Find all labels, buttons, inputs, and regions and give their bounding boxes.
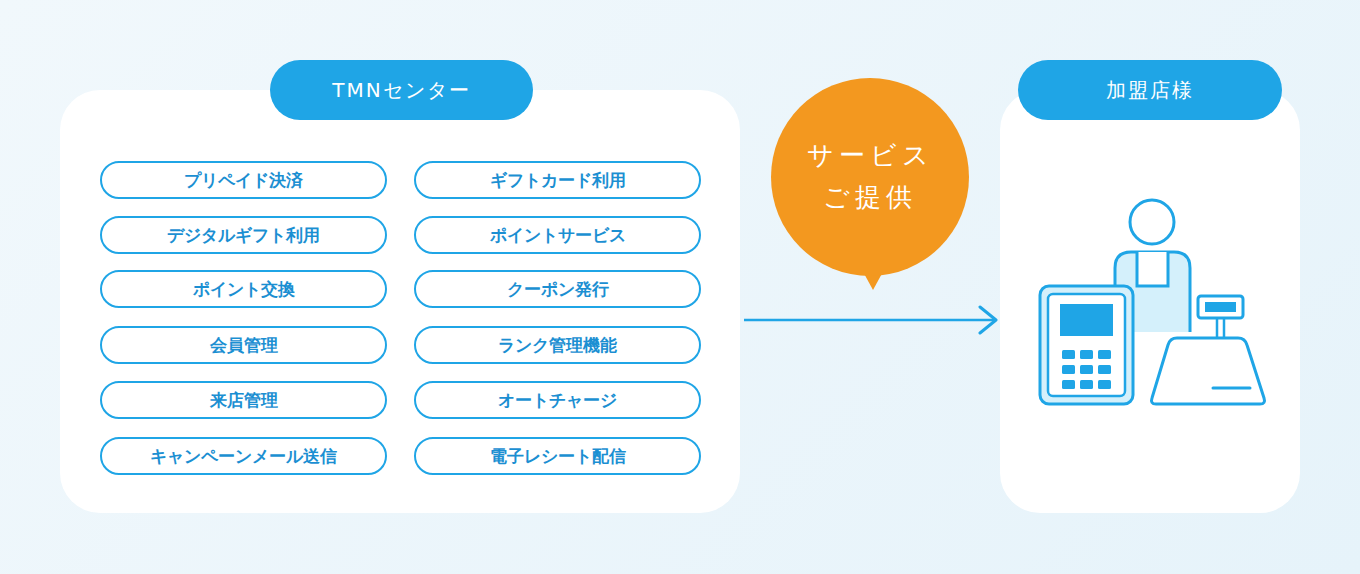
terminal-key xyxy=(1098,350,1111,359)
shop-illustration xyxy=(1000,90,1300,513)
group-panel: TMNセンタープリペイド決済ギフトカード利用デジタルギフト利用ポイントサービスポ… xyxy=(60,90,740,513)
terminal-face xyxy=(1048,294,1125,396)
service-pill: プリペイド決済 xyxy=(100,161,387,199)
register-drawer xyxy=(1213,387,1250,390)
service-pill: オートチャージ xyxy=(414,381,701,419)
service-pill: ランク管理機能 xyxy=(414,326,701,364)
terminal-key xyxy=(1062,380,1075,389)
service-label: プリペイド決済 xyxy=(184,169,303,192)
terminal-key xyxy=(1080,350,1093,359)
terminal-key xyxy=(1080,365,1093,374)
terminal-key xyxy=(1098,380,1111,389)
clerk-apron xyxy=(1137,252,1168,286)
terminal-screen xyxy=(1060,304,1113,336)
service-label: ポイントサービス xyxy=(490,224,626,247)
cash-register xyxy=(1152,338,1265,404)
service-pill: 来店管理 xyxy=(100,381,387,419)
card-terminal xyxy=(1040,286,1133,404)
service-pill: 電子レシート配信 xyxy=(414,437,701,475)
service-label: 電子レシート配信 xyxy=(490,445,626,468)
service-pill: キャンペーンメール送信 xyxy=(100,437,387,475)
terminal-key xyxy=(1080,380,1093,389)
terminal-key xyxy=(1062,350,1075,359)
service-pill: クーポン発行 xyxy=(414,270,701,308)
panel-heading: 加盟店様 xyxy=(1018,60,1282,120)
service-label: ポイント交換 xyxy=(193,278,295,301)
service-label: 来店管理 xyxy=(210,389,278,412)
service-label: ギフトカード利用 xyxy=(490,169,626,192)
service-pill: ギフトカード利用 xyxy=(414,161,701,199)
service-pill: ポイントサービス xyxy=(414,216,701,254)
service-pill: 会員管理 xyxy=(100,326,387,364)
service-label: オートチャージ xyxy=(498,389,617,412)
terminal-key xyxy=(1062,365,1075,374)
group-panel: 加盟店様 xyxy=(1000,90,1300,513)
panel-heading: TMNセンター xyxy=(270,60,533,120)
terminal-key xyxy=(1098,365,1111,374)
callout-bubble: サービス ご提供 xyxy=(771,78,969,276)
service-label: デジタルギフト利用 xyxy=(167,224,320,247)
clerk-head xyxy=(1130,200,1174,244)
callout-text: サービス ご提供 xyxy=(795,135,945,218)
service-pill: ポイント交換 xyxy=(100,270,387,308)
service-label: 会員管理 xyxy=(210,334,278,357)
register-pole xyxy=(1217,316,1224,340)
register-display xyxy=(1198,296,1243,318)
register-display-screen xyxy=(1205,302,1236,312)
service-label: クーポン発行 xyxy=(507,278,609,301)
service-pill: デジタルギフト利用 xyxy=(100,216,387,254)
service-label: キャンペーンメール送信 xyxy=(150,445,337,468)
service-label: ランク管理機能 xyxy=(498,334,617,357)
flow-arrow xyxy=(744,319,996,322)
